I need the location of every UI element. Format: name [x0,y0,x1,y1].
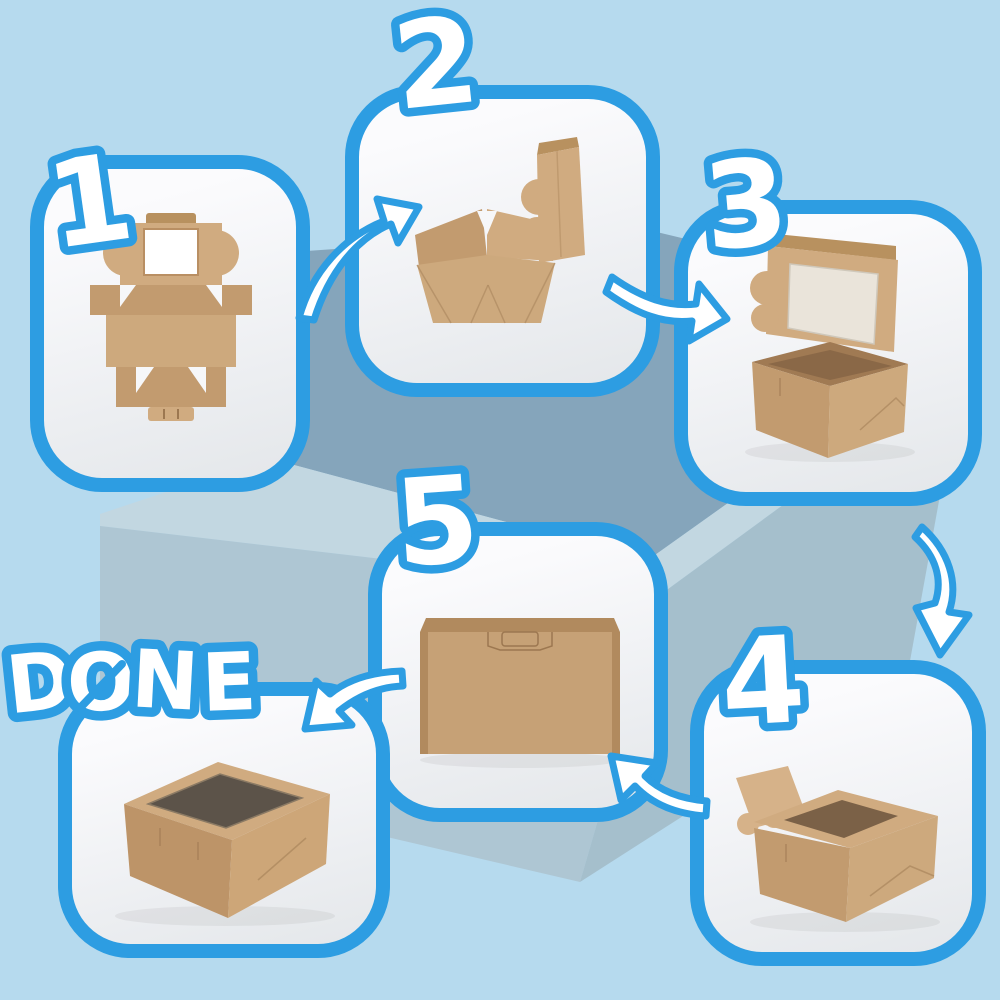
step-1-panel [30,155,310,492]
done-letter-d: D [2,633,78,732]
step-4-number: 4 [709,602,817,762]
backdrop-box-top-edge [100,352,962,592]
step-3-number-label: 3 [698,133,793,279]
step-2-number-label: 2 [387,0,485,138]
step-4-number-label: 4 [718,611,809,754]
done-finished-box-photo [115,762,335,926]
step-1-flat-template-photo [90,213,252,421]
step-2-number: 2 [379,0,494,146]
step-4-closing-lid-photo [736,766,940,932]
done-letter-n: N [129,632,201,728]
done-label: D O N E [0,623,267,742]
done-letter-e: E [200,635,258,730]
step-3-number: 3 [690,124,802,287]
done-o-slash [76,660,126,712]
step-5-number-label: 5 [390,450,483,594]
step-3-panel [674,200,982,506]
step-5-closed-box-photo [420,618,620,768]
step-3-open-box-photo [745,234,915,462]
step-4-panel [690,660,986,966]
step-1-number-label: 1 [39,128,141,277]
step-1-number: 1 [30,119,149,285]
step-2-folded-base-photo [415,137,585,324]
step-5-number: 5 [382,442,492,603]
